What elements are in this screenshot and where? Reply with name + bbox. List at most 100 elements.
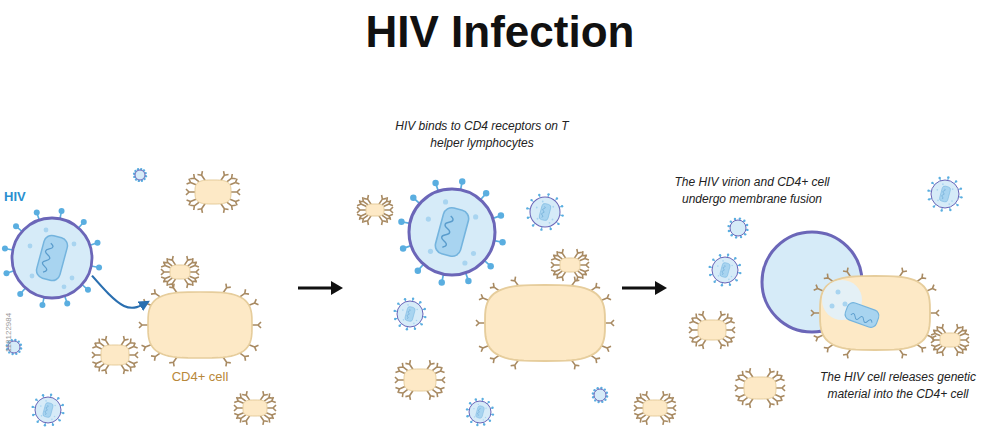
- spike-tip: [32, 414, 34, 416]
- cd4-receptor: [151, 289, 160, 297]
- spike-tip: [729, 284, 731, 286]
- stage-caption: HIV binds to CD4 receptors on T helper l…: [392, 118, 572, 152]
- cd4-receptor: [605, 320, 614, 326]
- capsid: [539, 203, 552, 221]
- cd4-receptor: [602, 346, 611, 352]
- spike-tip: [57, 397, 59, 399]
- cd4-cell: [476, 277, 614, 370]
- capsid-shell: [35, 234, 70, 283]
- cell-membrane: [744, 377, 776, 399]
- matrix-dot: [731, 276, 733, 278]
- spike-tip: [727, 254, 729, 256]
- cd4-receptor: [190, 202, 199, 210]
- spike-tip: [397, 302, 399, 304]
- cd4-receptor: [689, 327, 698, 333]
- cd4-receptor: [161, 269, 170, 275]
- cell-membrane: [404, 369, 436, 391]
- hiv-virion-node: HIV: [12, 218, 92, 298]
- spike-tip: [81, 219, 87, 225]
- viral-envelope: [135, 170, 145, 180]
- cd4-receptor: [930, 310, 939, 316]
- spike-tip: [398, 324, 400, 326]
- viral-envelope: [530, 197, 560, 227]
- hiv-virion: [466, 398, 494, 426]
- spike-tip: [466, 408, 468, 410]
- rna-strand: [721, 265, 725, 275]
- capsid: [719, 262, 730, 278]
- arrow-shaft: [298, 287, 333, 290]
- capsid: [404, 306, 415, 322]
- spike-tip: [52, 424, 54, 426]
- spike-tip: [491, 407, 493, 409]
- spike-tip: [712, 258, 714, 260]
- cd4-receptor: [432, 363, 441, 371]
- spike-tip: [499, 239, 505, 245]
- cd4-receptor: [927, 285, 936, 291]
- viral-envelope: [12, 218, 92, 298]
- cd4-receptor: [223, 284, 231, 293]
- spike-tip: [44, 424, 46, 426]
- matrix-dot: [54, 416, 56, 418]
- spike-tip: [561, 214, 563, 216]
- spike-tip: [947, 176, 949, 178]
- stage-caption: The HIV cell releases genetic material i…: [802, 369, 994, 403]
- cd4-receptor: [436, 377, 445, 383]
- cell-membrane: [170, 265, 190, 279]
- arrow-shaft: [622, 287, 657, 290]
- cd4-receptor: [634, 413, 643, 419]
- title: HIV Infection: [0, 6, 1000, 58]
- spike-tip: [39, 302, 45, 308]
- matrix-dot: [552, 206, 554, 208]
- cd4-receptor: [735, 395, 744, 401]
- cd4-receptor: [739, 397, 748, 405]
- cd4-receptor: [735, 385, 744, 391]
- matrix-dot: [54, 405, 56, 407]
- matrix-dot: [485, 417, 486, 418]
- cd4-receptor: [927, 335, 936, 341]
- viral-envelope: [397, 301, 423, 327]
- cd4-receptor: [572, 360, 580, 369]
- spike-tip: [709, 274, 711, 276]
- matrix-dot: [830, 304, 835, 309]
- matrix-dot: [443, 199, 448, 204]
- hiv-virion: [709, 254, 742, 287]
- spike-tip: [3, 270, 9, 276]
- cd4-receptor: [479, 294, 488, 300]
- cell-membrane: [148, 292, 252, 358]
- cd4-receptor: [814, 335, 823, 341]
- matrix-dot: [483, 419, 484, 420]
- cd4-receptor: [843, 268, 851, 277]
- cd4-receptor: [187, 199, 196, 205]
- cd4-receptor: [558, 249, 565, 258]
- node-label: HIV: [4, 188, 26, 205]
- cd4-receptor: [917, 345, 926, 353]
- cd4-receptor: [405, 391, 412, 400]
- matrix-dot: [473, 214, 478, 219]
- cd4-receptor: [242, 391, 250, 400]
- watermark: 118122984: [2, 303, 15, 363]
- spike-tip: [713, 280, 715, 282]
- cd4-receptor: [249, 299, 258, 305]
- cd4-receptor: [698, 340, 705, 349]
- cell-membrane: [643, 400, 667, 416]
- rna-strand: [541, 206, 546, 217]
- cd4-cell: [161, 256, 199, 288]
- spike-tip: [95, 240, 101, 246]
- cd4-receptor: [698, 311, 705, 320]
- matrix-dot: [28, 244, 33, 249]
- spike-tip: [956, 204, 958, 206]
- cd4-receptor: [169, 284, 177, 293]
- cd4-cell-node: CD4+ cell: [148, 292, 252, 358]
- matrix-dot: [836, 290, 841, 295]
- cd4-cell: [139, 284, 261, 367]
- capsid: [939, 185, 951, 202]
- hiv-virion: [394, 298, 427, 331]
- cd4-receptor: [121, 336, 128, 345]
- cd4-receptor: [101, 365, 108, 374]
- cd4-receptor: [384, 207, 393, 213]
- cd4-receptor: [490, 283, 499, 291]
- capsid-shell: [939, 185, 951, 202]
- spike-tip: [734, 218, 736, 220]
- matrix-dot: [717, 265, 719, 267]
- spike-tip: [530, 199, 532, 201]
